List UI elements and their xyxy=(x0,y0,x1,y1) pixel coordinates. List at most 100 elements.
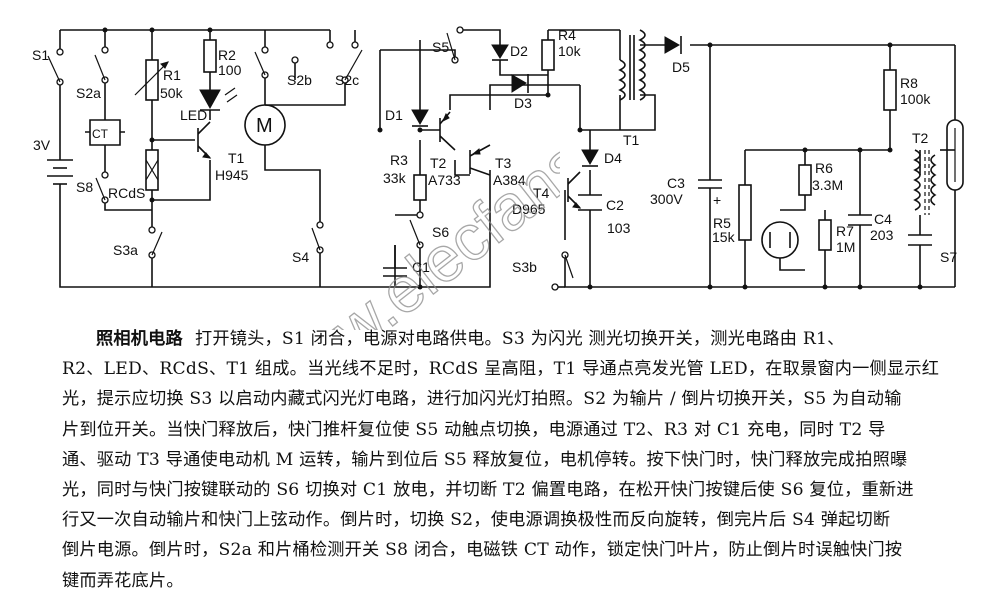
label-r4-value: 10k xyxy=(558,43,582,59)
transformer-t2 xyxy=(913,149,937,215)
camera-circuit-schematic: M xyxy=(32,26,964,291)
label-s5: S5 xyxy=(432,39,449,55)
capacitor-c4 xyxy=(848,214,872,226)
diode-d3 xyxy=(511,74,529,93)
label-s1: S1 xyxy=(32,47,49,63)
label-r3-value: 33k xyxy=(383,170,407,186)
label-transformer-t1: T1 xyxy=(623,132,640,148)
label-t4-type: D965 xyxy=(512,201,546,217)
description-line-6: 光，同时与快门按键联动的 S6 切换对 C1 放电，并切断 T2 偏置电路，在松… xyxy=(62,480,914,501)
transformer-t1 xyxy=(618,29,646,101)
label-battery: 3V xyxy=(33,137,51,153)
label-s6: S6 xyxy=(432,224,449,240)
label-r5: R5 xyxy=(713,215,731,231)
junctions xyxy=(102,27,923,290)
label-t2-type: A733 xyxy=(428,172,461,188)
ldr-rcds xyxy=(145,149,159,191)
label-r5-value: 15k xyxy=(712,229,736,245)
resistor-r6 xyxy=(798,164,812,196)
label-d1: D1 xyxy=(385,107,403,123)
description-line-9: 键而弄花底片。 xyxy=(62,570,184,591)
switch-s5 xyxy=(446,26,464,64)
label-r8: R8 xyxy=(900,75,918,91)
label-r3: R3 xyxy=(390,152,408,168)
description-line-5: 通、驱动 T3 导通使电动机 M 运转，输片到位后 S5 释放复位，电机停转。按… xyxy=(62,449,908,470)
resistor-r7 xyxy=(818,219,832,251)
label-c4-value: 203 xyxy=(870,227,894,243)
description-line-7: 行又一次自动输片和快门上弦动作。倒片时，切换 S2，使电源调换极性而反向旋转，倒… xyxy=(62,510,891,531)
label-led: LED xyxy=(180,107,207,123)
resistor-r2 xyxy=(203,39,217,73)
label-d3: D3 xyxy=(514,95,532,111)
flash-tube xyxy=(946,119,964,191)
neon-lamp xyxy=(761,221,805,271)
resistor-r4 xyxy=(541,39,555,71)
switch-s6 xyxy=(409,211,424,249)
capacitor-c3 xyxy=(698,179,722,200)
transistor-t4 xyxy=(567,171,582,209)
label-r6: R6 xyxy=(815,160,833,176)
switch-s2a xyxy=(94,46,109,84)
label-r7: R7 xyxy=(836,223,854,239)
label-s2b: S2b xyxy=(287,72,312,88)
led-indicator xyxy=(199,87,238,111)
label-t1: T1 xyxy=(228,150,245,166)
diode-d1 xyxy=(411,109,429,127)
description-line-8: 倒片电源。倒片时，S2a 和片桶检测开关 S8 闭合，电磁铁 CT 动作，锁定快… xyxy=(62,540,903,561)
ldr-cross xyxy=(145,159,159,181)
resistor-r3 xyxy=(413,174,427,201)
svg-text:M: M xyxy=(256,115,273,137)
capacitor-c1 xyxy=(383,245,407,277)
resistor-r5 xyxy=(738,184,752,241)
label-r2-value: 100 xyxy=(218,62,242,78)
transistor-t3 xyxy=(469,144,491,176)
label-s8: S8 xyxy=(76,179,93,195)
switch-s1 xyxy=(47,48,64,86)
label-c3: C3 xyxy=(667,175,685,191)
diode-d2 xyxy=(491,44,509,61)
label-c2-value: 103 xyxy=(607,220,631,236)
capacitor-c2 xyxy=(578,194,602,211)
label-c1: C1 xyxy=(412,259,430,275)
label-d4: D4 xyxy=(604,150,622,166)
label-s2a: S2a xyxy=(76,85,101,101)
label-c3-value: 300V xyxy=(650,191,683,207)
label-r6-value: 3.3M xyxy=(812,177,843,193)
label-s2c: S2c xyxy=(335,72,359,88)
label-transformer-t2: T2 xyxy=(912,130,929,146)
diode-d5 xyxy=(664,36,682,54)
transistor-t2 xyxy=(439,111,456,151)
motor-m: M xyxy=(244,104,286,146)
label-s7: S7 xyxy=(940,249,957,265)
description-line-3: 光，提示应切换 S3 以启动内藏式闪光灯电路，进行加闪光灯拍照。S2 为输片 /… xyxy=(62,389,902,410)
label-r8-value: 100k xyxy=(900,91,931,107)
label-t1-type: H945 xyxy=(215,167,249,183)
label-r1: R1 xyxy=(163,67,181,83)
label-d5: D5 xyxy=(672,59,690,75)
battery-3v xyxy=(47,159,73,190)
switch-s8 xyxy=(95,171,109,204)
label-t3: T3 xyxy=(495,155,512,171)
description-title: 照相机电路 xyxy=(96,329,183,349)
label-r4: R4 xyxy=(558,27,576,43)
resistor-r1 xyxy=(134,59,169,101)
switch-s2b xyxy=(254,46,299,79)
description-line-2: R2、LED、RCdS、T1 组成。当光线不足时，RCdS 呈高阻，T1 导通点… xyxy=(62,359,940,380)
label-s3b: S3b xyxy=(512,259,537,275)
label-d2: D2 xyxy=(510,43,528,59)
label-s4: S4 xyxy=(292,249,309,265)
label-t3-type: A384 xyxy=(493,172,526,188)
label-t2: T2 xyxy=(430,155,447,171)
label-c2: C2 xyxy=(606,197,624,213)
label-t4: T4 xyxy=(533,185,550,201)
label-s3a: S3a xyxy=(113,242,138,258)
c3-plus: + xyxy=(713,192,721,208)
switch-s2c xyxy=(326,41,363,84)
resistor-r8 xyxy=(883,69,897,111)
label-r2: R2 xyxy=(218,47,236,63)
label-rcds: RCdS xyxy=(108,185,145,201)
circuit-description: 照相机电路打开镜头，S1 闭合，电源对电路供电。S3 为闪光 测光切换开关，测光… xyxy=(62,324,962,596)
label-r7-value: 1M xyxy=(836,239,855,255)
description-line-1: 打开镜头，S1 闭合，电源对电路供电。S3 为闪光 测光切换开关，测光电路由 R… xyxy=(194,329,845,349)
diode-d4 xyxy=(581,149,599,167)
